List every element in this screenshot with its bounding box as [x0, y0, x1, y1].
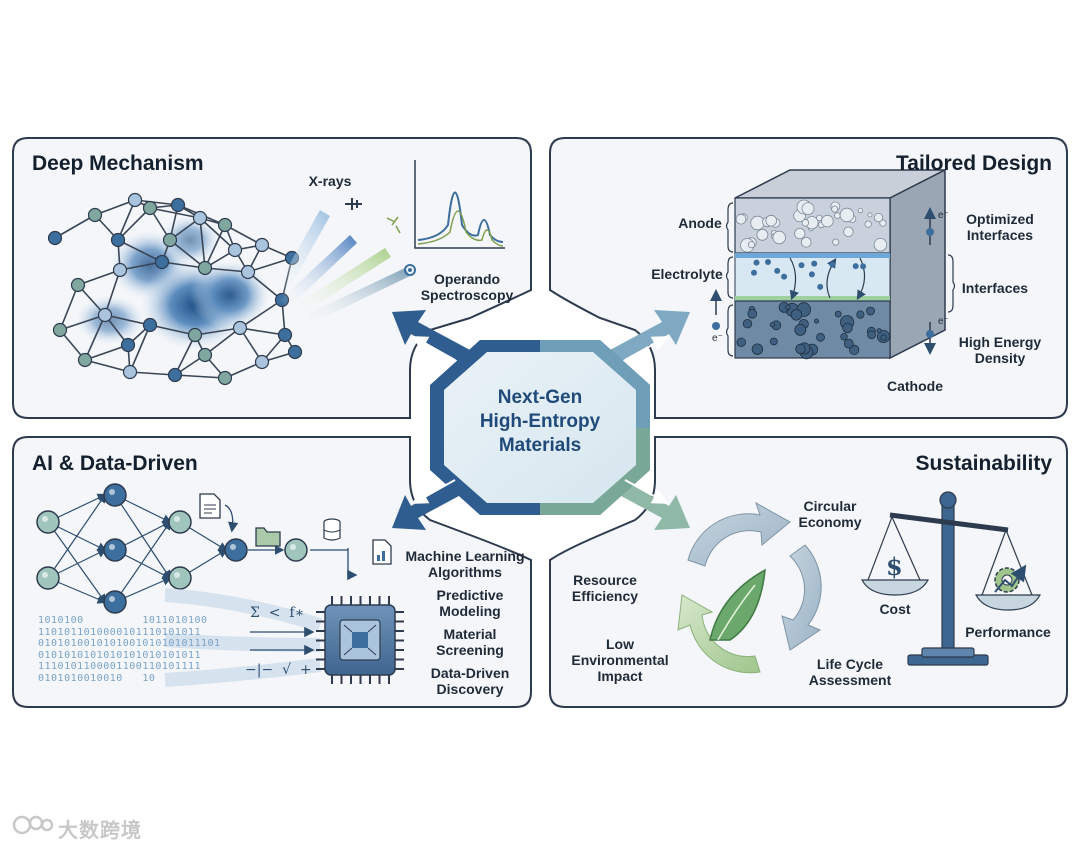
xray-beams — [275, 198, 416, 328]
cathode-label: Cathode — [887, 378, 943, 394]
neural-network — [36, 483, 308, 614]
spectrum-plot — [414, 160, 505, 249]
arrow-to-ai-data — [392, 478, 470, 530]
processor-chip — [316, 596, 404, 684]
arrow-to-deep-mechanism — [392, 310, 470, 362]
binary-stream: 1010100 1011010100 110101101000010111010… — [38, 615, 221, 684]
balance-scale — [860, 491, 1042, 666]
center-hub — [392, 310, 690, 530]
deep-mechanism-title: Deep Mechanism — [32, 152, 204, 175]
high-energy-density-label: High Energy Density — [958, 334, 1042, 366]
data-streams — [164, 588, 323, 687]
electrolyte-label: Electrolyte — [651, 266, 723, 282]
arrow-to-tailored-design — [610, 310, 690, 362]
ai-item-ml: Machine Learning Algorithms — [405, 548, 525, 580]
anode-label: Anode — [678, 215, 722, 231]
watermark-logo-icon — [12, 815, 54, 835]
math-symbols-bottom: −|− √ + — [245, 662, 312, 678]
watermark: 大数跨境 — [58, 820, 142, 842]
dollar-sign-icon: $ — [886, 552, 903, 581]
performance-label: Performance — [965, 624, 1051, 640]
center-title: Next-Gen High-Entropy Materials — [479, 387, 601, 456]
sustainability-title: Sustainability — [915, 452, 1052, 475]
xrays-label: X-rays — [308, 173, 352, 189]
ai-data-title: AI & Data-Driven — [32, 452, 198, 475]
recycle-cycle — [677, 501, 822, 674]
electron-label-left: e⁻ — [712, 333, 723, 344]
math-symbols-top: Σ < f∗ — [250, 605, 305, 621]
data-icons — [199, 493, 392, 581]
life-cycle-assessment-label: Life Cycle Assessment — [808, 656, 892, 688]
ai-item-screening: Material Screening — [436, 626, 504, 658]
tailored-design-title: Tailored Design — [896, 152, 1052, 175]
resource-efficiency-label: Resource Efficiency — [571, 572, 639, 604]
battery-particles — [735, 199, 891, 360]
arrow-to-sustainability — [610, 478, 690, 530]
electron-label-top: e⁻ — [938, 210, 949, 221]
electron-label-bottom: e⁻ — [938, 316, 949, 327]
cost-label: Cost — [879, 601, 911, 617]
operando-label: Operando Spectroscopy — [420, 271, 514, 303]
circular-economy-label: Circular Economy — [798, 498, 862, 530]
interfaces-label: Interfaces — [961, 280, 1029, 296]
optimized-interfaces-label: Optimized Interfaces — [966, 211, 1034, 243]
ai-item-predictive: Predictive Modeling — [436, 587, 504, 619]
low-environmental-impact-label: Low Environmental Impact — [571, 636, 669, 684]
ai-item-discovery: Data-Driven Discovery — [430, 665, 510, 697]
